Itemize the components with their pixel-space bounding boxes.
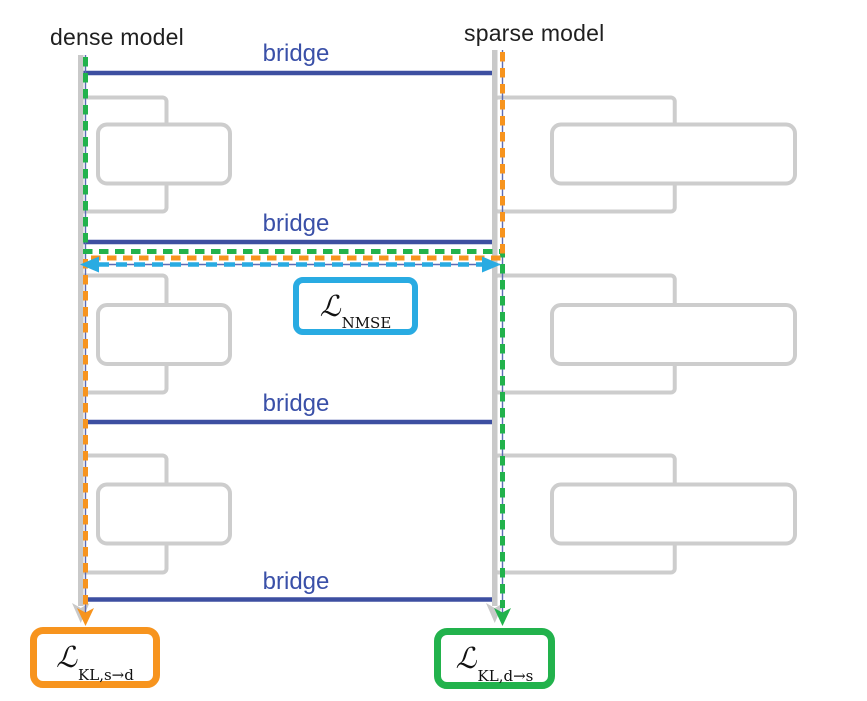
kl-s-to-d-loss-subscript: KL,s→d (78, 666, 134, 684)
sparse-model-label: sparse model (464, 20, 605, 46)
kl-d-to-s-dashed-path (83, 57, 505, 608)
sparse-layer1-block (550, 122, 797, 186)
kl-s-to-d-arrowhead (77, 608, 94, 626)
sparse-layer3-block (550, 482, 797, 546)
nmse-loss-symbol: ℒ (319, 288, 341, 323)
nmse-right-arrowhead (482, 256, 501, 273)
kl-d-to-s-arrowhead (494, 608, 511, 626)
kl-s-to-d-loss-symbol: ℒ (56, 640, 78, 674)
nmse-loss-subscript: NMSE (341, 314, 392, 332)
dense-model-label: dense model (50, 24, 184, 50)
bridge-label-2: bridge (262, 210, 330, 237)
kl-s-to-d-dashed-path (83, 52, 505, 608)
dense-layer1-block (96, 122, 232, 186)
kl-d-to-s-loss-symbol: ℒ (455, 641, 477, 675)
bridge-label-1: bridge (262, 40, 330, 67)
bridge-label-4: bridge (262, 568, 330, 595)
sparse-layer2-block (550, 303, 797, 366)
dense-layer3-block (96, 482, 232, 546)
kl-d-to-s-loss-subscript: KL,d→s (477, 667, 534, 685)
dense-layer2-block (96, 303, 232, 366)
bridge-label-3: bridge (262, 390, 330, 417)
layer-blocks (96, 122, 797, 546)
bridge-lines (80, 70, 496, 602)
sparse-trunk-arrowhead (486, 603, 504, 623)
nmse-left-arrowhead (80, 256, 99, 273)
